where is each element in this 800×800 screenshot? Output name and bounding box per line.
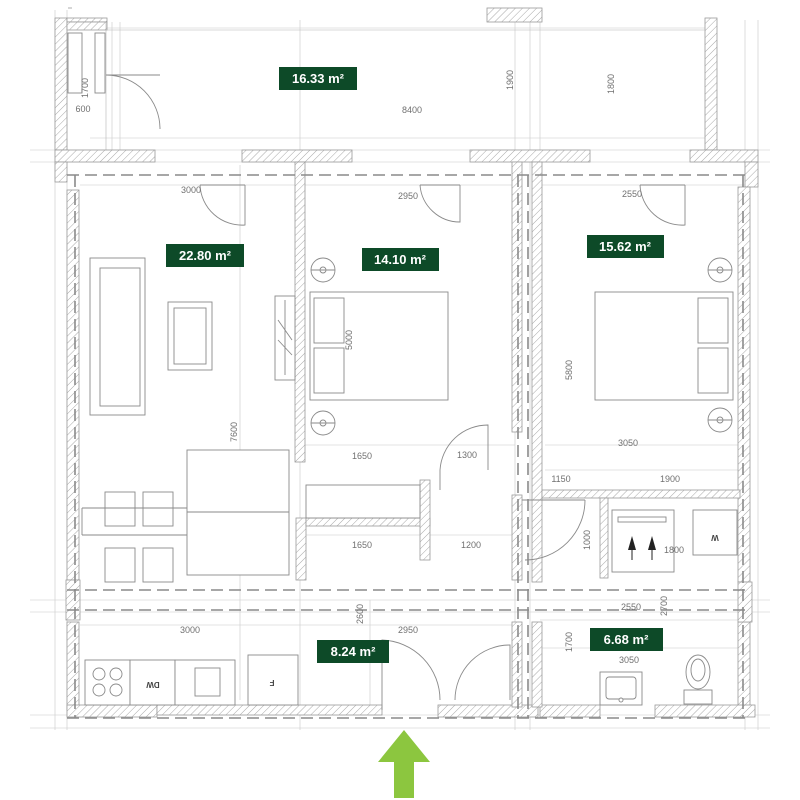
- dimension-labels: 8400 1700 1900 1800 600 3000 2950 2550 5…: [75, 70, 684, 665]
- bedroom1-furniture: [305, 257, 449, 519]
- fixture-labels: DW F W: [146, 533, 719, 689]
- area-badge-bedroom2: 15.62 m²: [587, 235, 664, 258]
- grid-lines: [30, 10, 770, 730]
- dim-hall-depth: 2600: [355, 604, 365, 624]
- area-text-bedroom2: 15.62 m²: [599, 239, 652, 254]
- doors: [199, 184, 686, 710]
- area-text-hall: 8.24 m²: [331, 644, 376, 659]
- area-text-balcony: 16.33 m²: [292, 71, 345, 86]
- dim-bed2-depth: 5800: [564, 360, 574, 380]
- dim-wc-d: 1800: [664, 545, 684, 555]
- area-text-bedroom1: 14.10 m²: [374, 252, 427, 267]
- bedroom2-furniture: [594, 257, 734, 433]
- dim-bath-width: 2550: [621, 602, 641, 612]
- dim-bed1-closet-a: 1650: [352, 451, 372, 461]
- dim-balcony-depth-left: 1700: [80, 78, 90, 98]
- dim-bed1-closet-b: 1300: [457, 450, 477, 460]
- balcony: [54, 7, 718, 151]
- dim-wc-b: 1900: [660, 474, 680, 484]
- dim-balcony-depth-right: 1800: [606, 74, 616, 94]
- area-text-living: 22.80 m²: [179, 248, 232, 263]
- dim-bed2-inner-width: 3050: [618, 438, 638, 448]
- dim-living-width: 3000: [181, 185, 201, 195]
- area-badge-living: 22.80 m²: [166, 244, 244, 267]
- area-badge-bath: 6.68 m²: [590, 628, 663, 651]
- dim-bed1-width: 2950: [398, 191, 418, 201]
- dishwasher-label: DW: [146, 680, 160, 689]
- washer-label: W: [711, 533, 719, 542]
- area-badge-bedroom1: 14.10 m²: [362, 248, 439, 271]
- dim-wc-a: 1150: [551, 474, 570, 484]
- kitchen: [84, 654, 299, 706]
- dim-wc-c: 1000: [582, 530, 592, 550]
- dim-bath-inner-width: 3050: [619, 655, 639, 665]
- dim-bath-depth-a: 2700: [659, 596, 669, 616]
- walls: [54, 149, 759, 718]
- dim-bed1-depth: 5000: [344, 330, 354, 350]
- fridge-label: F: [269, 678, 274, 687]
- entrance-arrow-icon: [378, 730, 430, 798]
- bathroom-fixtures: [599, 654, 713, 706]
- dim-bed1-closet-c: 1650: [352, 540, 372, 550]
- dim-balcony-depth-mid: 1900: [505, 70, 515, 90]
- dim-bath-depth-b: 1700: [564, 632, 574, 652]
- area-badge-hall: 8.24 m²: [317, 640, 389, 663]
- dim-balcony-width: 8400: [402, 105, 422, 115]
- dim-balcony-small: 600: [75, 104, 90, 114]
- boundary-dashes: [67, 174, 745, 719]
- dim-bed1-closet-d: 1200: [461, 540, 481, 550]
- area-badge-balcony: 16.33 m²: [279, 67, 357, 90]
- living-furniture: [81, 257, 296, 583]
- area-text-bath: 6.68 m²: [604, 632, 649, 647]
- laundry-unit: [611, 509, 738, 573]
- dim-kitchen-width: 3000: [180, 625, 200, 635]
- dim-bed2-width: 2550: [622, 189, 642, 199]
- dim-living-depth: 7600: [229, 422, 239, 442]
- dim-hall-width: 2950: [398, 625, 418, 635]
